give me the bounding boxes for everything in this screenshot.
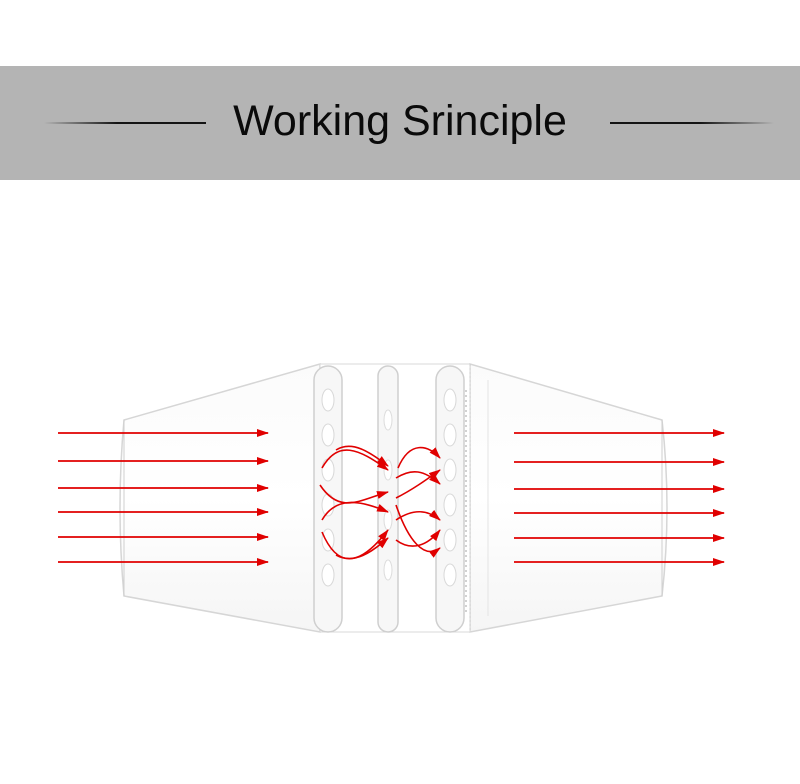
perforated-disc-1	[313, 365, 343, 633]
inlet-arrows	[58, 429, 269, 566]
header-banner: Working Srinciple	[0, 66, 800, 180]
page-title: Working Srinciple	[233, 97, 567, 145]
swirl-arrow	[335, 537, 389, 560]
swirl-arrow	[395, 504, 441, 558]
perforated-disc-3	[435, 365, 467, 633]
swirl-arrow	[395, 469, 441, 499]
banner-rule-right	[610, 122, 774, 124]
outlet-arrows	[514, 429, 725, 566]
left-cone	[119, 363, 321, 633]
swirl-arrow	[397, 446, 441, 469]
perforated-disc-2	[377, 365, 399, 633]
swirl-arrow	[395, 529, 441, 547]
banner-rule-left	[44, 122, 206, 124]
right-cone	[469, 363, 668, 633]
swirl-arrows	[319, 445, 441, 560]
swirl-arrow	[335, 445, 389, 467]
swirl-arrow	[321, 501, 389, 521]
swirl-arrow	[395, 471, 441, 485]
